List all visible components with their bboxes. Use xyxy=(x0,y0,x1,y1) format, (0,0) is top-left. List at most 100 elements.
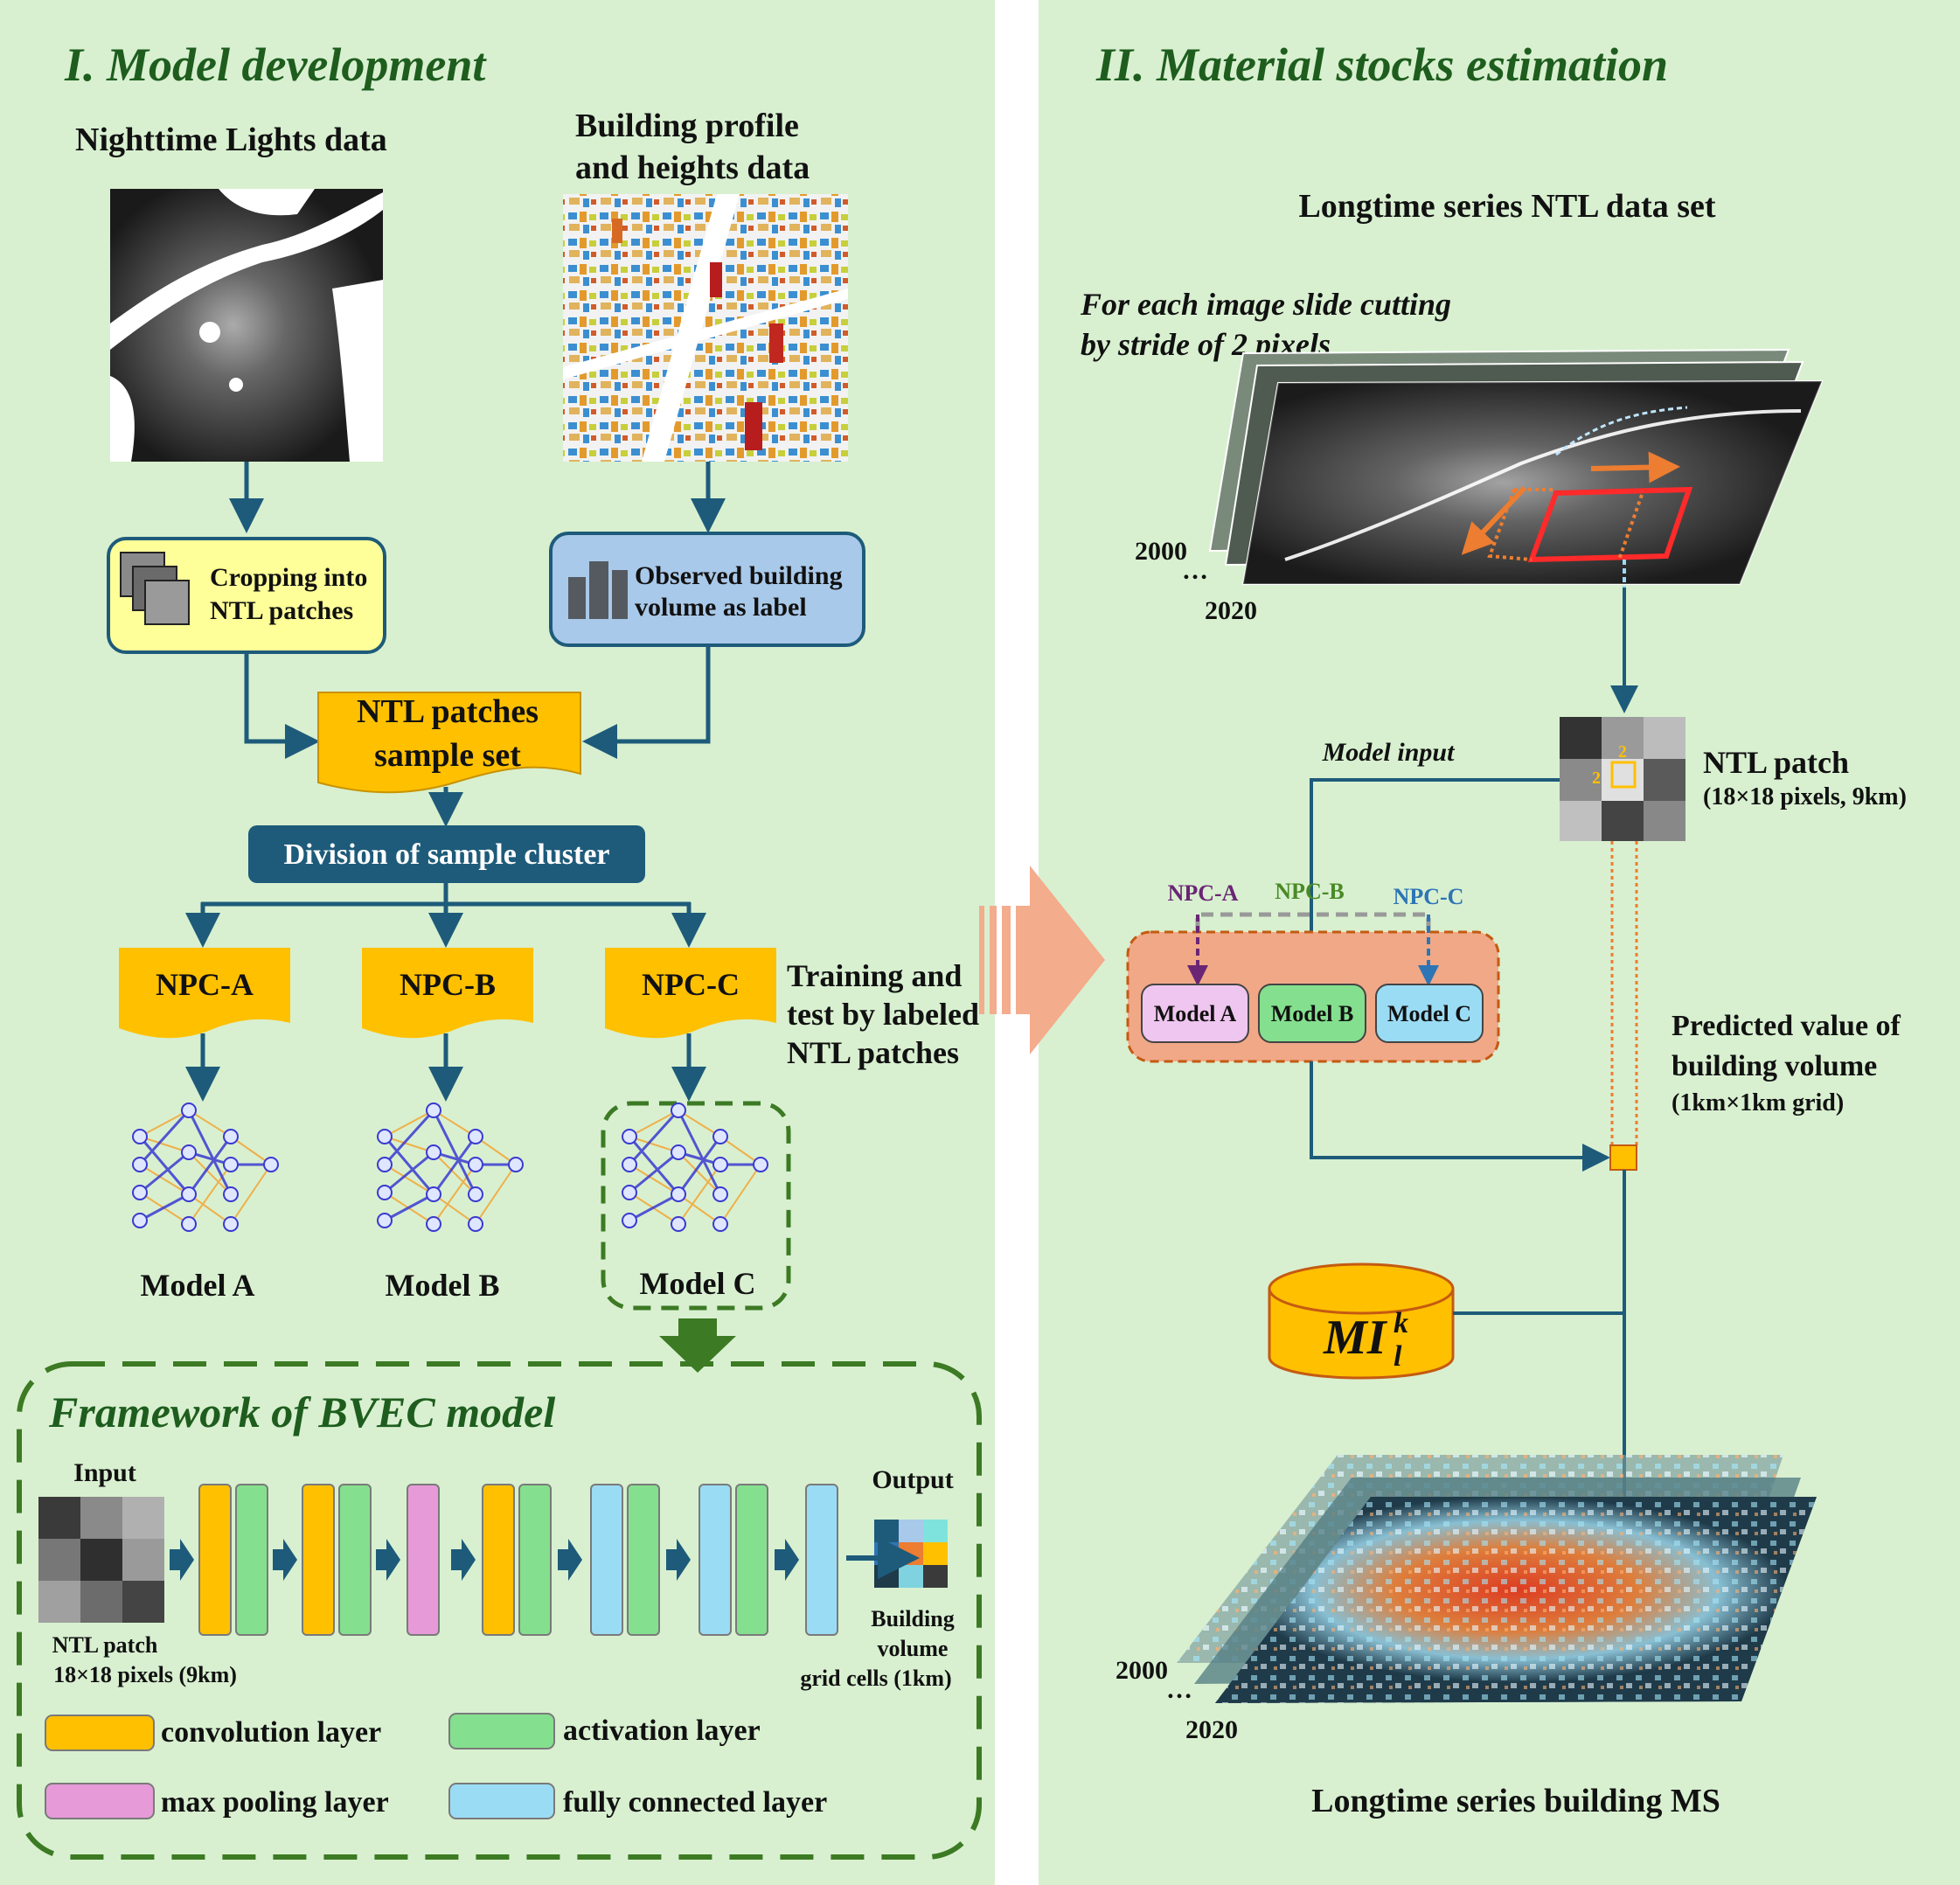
arrow-observed-to-sample xyxy=(582,645,711,759)
fully-connected-layer-2 xyxy=(699,1484,732,1636)
activation-layer-1 xyxy=(235,1484,268,1636)
slide-label-1: For each image slide cutting xyxy=(1080,287,1451,322)
model-c-label: Model C xyxy=(640,1266,756,1301)
npc-c-tag: NPC-C xyxy=(1394,884,1464,909)
npc-a-tag: NPC-A xyxy=(1168,880,1239,906)
building-data-label-2: and heights data xyxy=(575,150,810,186)
crop-box-line-1: Cropping into xyxy=(210,563,367,592)
ms-year-start: 2000 xyxy=(1116,1656,1168,1685)
legend-convolution: convolution layer xyxy=(161,1716,381,1749)
input-caption-1: NTL patch xyxy=(52,1632,158,1658)
ntl-patch-subtitle: (18×18 pixels, 9km) xyxy=(1703,783,1907,810)
npc-switch-line xyxy=(1195,912,1431,930)
fully-connected-layer-1 xyxy=(590,1484,623,1636)
ntl-year-end: 2020 xyxy=(1205,596,1257,625)
legend-fully-connected: fully connected layer xyxy=(563,1786,827,1819)
layer-arrow xyxy=(558,1539,582,1581)
cnn-layers xyxy=(170,1484,838,1636)
model-a-label: Model A xyxy=(141,1268,255,1303)
ms-year-end: 2020 xyxy=(1185,1715,1238,1744)
building-data-label-1: Building profile xyxy=(575,108,799,144)
building-image xyxy=(563,194,848,462)
ms-year-ellipsis: … xyxy=(1166,1675,1192,1704)
network-icon-c xyxy=(622,1102,768,1232)
observed-box-line-2: volume as label xyxy=(635,593,807,622)
npc-c-label: NPC-C xyxy=(642,967,740,1002)
network-icon-a xyxy=(132,1102,279,1232)
legend-swatch-fully-connected xyxy=(448,1783,555,1819)
layer-arrow xyxy=(273,1539,297,1581)
legend-swatch-convolution xyxy=(45,1715,155,1751)
division-label: Division of sample cluster xyxy=(283,838,609,871)
legend-pooling: max pooling layer xyxy=(161,1786,389,1819)
fully-connected-layer-3 xyxy=(805,1484,838,1636)
mi-cylinder: MI k l xyxy=(1268,1262,1455,1380)
mi-subscript: l xyxy=(1394,1340,1402,1373)
layer-arrow xyxy=(451,1539,476,1581)
max-pooling-layer xyxy=(407,1484,440,1636)
convolution-layer-2 xyxy=(302,1484,335,1636)
predicted-label-2: building volume xyxy=(1672,1050,1877,1082)
down-arrow-to-framework xyxy=(659,1318,736,1373)
activation-layer-4 xyxy=(627,1484,660,1636)
convolution-layer-3 xyxy=(482,1484,515,1636)
npc-a-label: NPC-A xyxy=(156,967,254,1002)
output-grid xyxy=(874,1520,948,1588)
ntl-series-stack xyxy=(1208,348,1824,585)
ntl-data-label: Nighttime Lights data xyxy=(75,122,387,158)
framework-legend: convolution layer activation layer max p… xyxy=(45,1713,827,1819)
ntl-year-ellipsis: … xyxy=(1182,556,1208,585)
framework-title: Framework of BVEC model xyxy=(48,1388,555,1436)
model-b-label: Model B xyxy=(386,1268,500,1303)
predicted-label-3: (1km×1km grid) xyxy=(1672,1089,1844,1116)
ntl-patch-image xyxy=(1560,717,1685,841)
training-label-3: NTL patches xyxy=(787,1035,959,1070)
sample-set-line-2: sample set xyxy=(374,737,521,774)
output-label: Output xyxy=(872,1465,953,1494)
observed-box-line-1: Observed building xyxy=(635,561,843,590)
model-c-button-label: Model C xyxy=(1387,1001,1471,1026)
convolution-layer-1 xyxy=(198,1484,232,1636)
model-a-button: Model A xyxy=(1141,984,1249,1043)
input-caption-2: 18×18 pixels (9km) xyxy=(53,1662,237,1687)
crop-box: Cropping into NTL patches xyxy=(107,537,386,654)
mi-symbol: MI xyxy=(1323,1311,1388,1365)
layer-arrow xyxy=(376,1539,400,1581)
output-caption-3: grid cells (1km) xyxy=(800,1666,951,1691)
framework-box xyxy=(17,1361,982,1860)
model-c-button: Model C xyxy=(1375,984,1484,1043)
npc-c-box: NPC-C xyxy=(605,948,776,1039)
stride-label-left: 2 xyxy=(1592,769,1601,788)
output-caption-2: volume xyxy=(878,1636,949,1661)
activation-layer-5 xyxy=(735,1484,768,1636)
ntl-image xyxy=(110,189,383,462)
legend-swatch-pooling xyxy=(45,1783,155,1819)
arrow-model-to-prediction xyxy=(1310,1061,1610,1172)
right-title: II. Material stocks estimation xyxy=(1095,38,1668,91)
division-box: Division of sample cluster xyxy=(248,825,645,883)
model-input-line xyxy=(1301,778,1560,991)
input-label: Input xyxy=(73,1458,136,1487)
predicted-label-1: Predicted value of xyxy=(1672,1010,1901,1042)
model-input-label: Model input xyxy=(1322,738,1456,767)
ntl-patch-title: NTL patch xyxy=(1703,745,1849,780)
predicted-cell xyxy=(1609,1144,1637,1171)
npc-b-tag: NPC-B xyxy=(1275,879,1344,904)
output-caption-1: Building xyxy=(871,1606,954,1631)
legend-swatch-activation xyxy=(448,1713,555,1749)
left-title: I. Model development xyxy=(64,38,487,91)
npc-a-box: NPC-A xyxy=(119,948,290,1039)
ms-series-label: Longtime series building MS xyxy=(1311,1783,1720,1819)
input-patch-image xyxy=(38,1497,164,1623)
ntl-year-start: 2000 xyxy=(1135,537,1187,566)
layer-arrow xyxy=(666,1539,691,1581)
mi-superscript: k xyxy=(1394,1307,1408,1339)
npc-b-box: NPC-B xyxy=(362,948,533,1039)
activation-layer-2 xyxy=(338,1484,372,1636)
observed-box: Observed building volume as label xyxy=(549,532,865,647)
building-icon xyxy=(568,561,628,619)
training-label-2: test by labeled xyxy=(787,997,979,1032)
sample-set-line-1: NTL patches xyxy=(357,693,539,730)
stride-label-top: 2 xyxy=(1618,742,1627,762)
